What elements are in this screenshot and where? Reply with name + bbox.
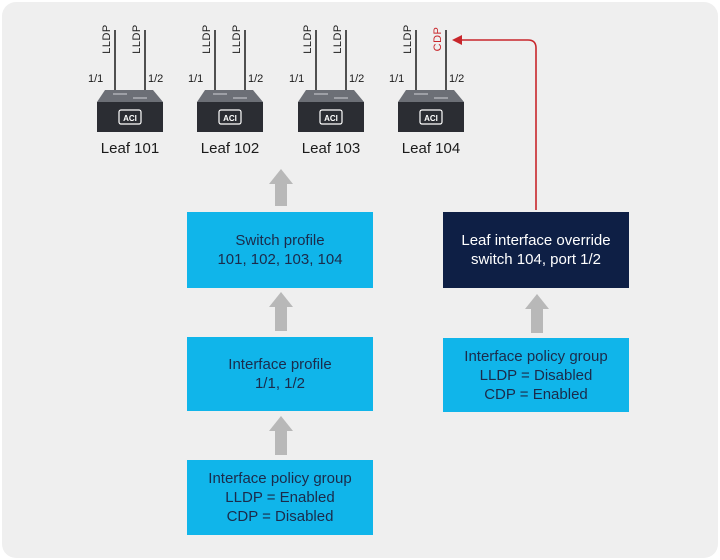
network-switch-icon (398, 90, 464, 132)
policy-group-left-cdp: CDP = Disabled (226, 508, 334, 525)
interface-profile-ports: 1/1, 1/2 (254, 375, 306, 392)
leaf-104-left-protocol: LLDP (402, 24, 414, 54)
leaf-103-left-port: 1/1 (289, 73, 305, 85)
policy-group-left-title: Interface policy group (208, 470, 352, 487)
leaf-104-left-port: 1/1 (389, 73, 405, 85)
interface-profile-title: Interface profile (228, 356, 332, 373)
arrow-policy-group-to-interface-profile (269, 416, 293, 455)
leaf-103-name: Leaf 103 (301, 140, 361, 157)
leaf-104-name: Leaf 104 (401, 140, 461, 157)
leaf-103-right-protocol: LLDP (332, 24, 344, 54)
leaf-102-left-port: 1/1 (188, 73, 204, 85)
switch-profile-title: Switch profile (235, 232, 325, 249)
policy-group-right-lldp: LLDP = Disabled (479, 366, 593, 384)
leaf-104-right-port: 1/2 (449, 73, 465, 85)
leaf-interface-override-box: Leaf interface override switch 104, port… (443, 212, 629, 288)
leaf-102-switch (197, 30, 263, 132)
leaf-103-left-protocol: LLDP (302, 24, 314, 54)
network-switch-icon (97, 90, 163, 132)
aci-chip-label: ACI (123, 114, 137, 123)
arrow-interface-profile-to-switch-profile (269, 292, 293, 331)
arrow-switch-profile-to-leaves (269, 169, 293, 206)
interface-policy-group-right-box: Interface policy group LLDP = Disabled C… (443, 338, 629, 412)
policy-group-right-title: Interface policy group (464, 347, 608, 365)
aci-chip-label: ACI (324, 114, 338, 123)
leaf-102-right-port: 1/2 (248, 73, 264, 85)
leaf-102-left-protocol: LLDP (201, 24, 213, 54)
leaf-101-right-port: 1/2 (148, 73, 164, 85)
interface-policy-group-left-box: Interface policy group LLDP = Enabled CD… (187, 460, 373, 535)
switch-profile-box: Switch profile 101, 102, 103, 104 (187, 212, 373, 288)
leaf-101-right-protocol: LLDP (131, 24, 143, 54)
switch-profile-ids: 101, 102, 103, 104 (217, 251, 343, 268)
policy-group-right-cdp: CDP = Enabled (484, 385, 588, 403)
interface-profile-box: Interface profile 1/1, 1/2 (187, 337, 373, 411)
leaf-101-name: Leaf 101 (100, 140, 160, 157)
override-title: Leaf interface override (461, 232, 611, 249)
leaf-103-switch (298, 30, 364, 132)
network-switch-icon (298, 90, 364, 132)
override-target: switch 104, port 1/2 (470, 251, 602, 268)
aci-chip-label: ACI (223, 114, 237, 123)
leaf-102-name: Leaf 102 (200, 140, 260, 157)
leaf-104-switch (398, 30, 464, 132)
leaf-101-left-protocol: LLDP (101, 24, 113, 54)
leaf-101-left-port: 1/1 (88, 73, 104, 85)
arrow-policy-group-to-override (525, 294, 549, 333)
leaf-102-right-protocol: LLDP (231, 24, 243, 54)
aci-chip-label: ACI (424, 114, 438, 123)
leaf-101-switch (97, 30, 163, 132)
leaf-103-right-port: 1/2 (349, 73, 365, 85)
red-override-arrow-icon (452, 35, 537, 210)
leaf-104-right-protocol: CDP (432, 26, 444, 52)
policy-group-left-lldp: LLDP = Enabled (225, 489, 335, 506)
network-switch-icon (197, 90, 263, 132)
